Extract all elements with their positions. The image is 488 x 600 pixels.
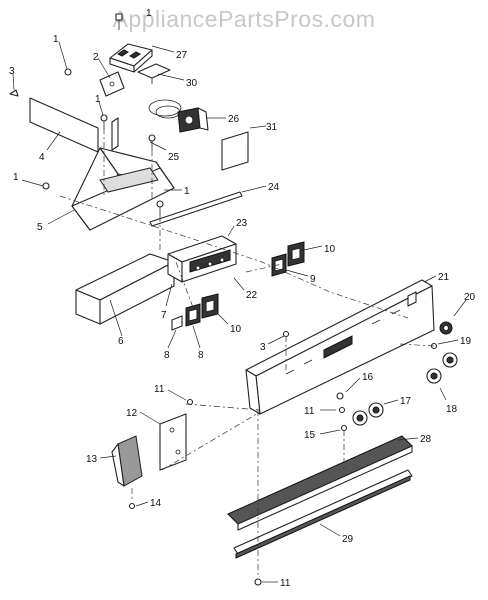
trim-part-29 (233, 469, 413, 559)
callout-10-right: 10 (324, 244, 336, 255)
knob-part-18-a (442, 352, 458, 368)
callout-labels: 1 1 2 27 30 3 1 26 31 4 25 1 1 24 5 23 1… (9, 8, 476, 589)
screw-11b (338, 406, 346, 414)
screw-1c (42, 182, 50, 190)
callout-25: 25 (168, 152, 180, 163)
clock-part-23 (167, 235, 237, 283)
screw-1a (64, 68, 72, 76)
knob-part-20 (439, 321, 453, 335)
switch-part-9-left (185, 303, 201, 327)
channel-part-6 (75, 253, 175, 325)
leader-lines (12, 41, 467, 583)
callout-1-mid: 1 (95, 94, 101, 105)
switch-part-10-right (287, 241, 305, 267)
screw-3a (9, 89, 19, 97)
callout-8: 8 (164, 350, 170, 361)
screw-3b (282, 330, 290, 338)
callout-1-left: 1 (13, 172, 19, 183)
callout-14: 14 (150, 498, 162, 509)
screw-16 (336, 392, 344, 400)
callout-1: 1 (53, 34, 59, 45)
callout-28: 28 (420, 434, 432, 445)
end-cap-part-13 (111, 435, 143, 487)
callout-3-mid: 3 (260, 342, 266, 353)
callout-4: 4 (39, 152, 45, 163)
harness-part-26 (148, 99, 209, 133)
callout-22: 22 (246, 290, 258, 301)
screw-11a (186, 398, 194, 406)
screw-1b (100, 114, 108, 130)
callout-7: 7 (161, 310, 167, 321)
screw-1d (156, 200, 164, 216)
control-panel-part-21 (245, 279, 435, 415)
screw-14 (128, 502, 136, 510)
label-part-31 (221, 131, 249, 171)
callout-29: 29 (342, 534, 354, 545)
callout-15: 15 (304, 430, 316, 441)
screw-25 (148, 134, 156, 150)
callout-16: 16 (362, 372, 374, 383)
callout-30: 30 (186, 78, 198, 89)
watermark: AppliancePartsPros.com (112, 6, 376, 32)
callout-18: 18 (446, 404, 458, 415)
callout-11-c: 11 (280, 578, 291, 589)
knob-part-18-b (426, 368, 442, 384)
callout-8-right: 9 (310, 274, 316, 285)
callout-13: 13 (86, 454, 98, 465)
switch-part-10-left (201, 293, 219, 319)
callout-1-top: 1 (146, 8, 152, 19)
callout-11-a: 11 (154, 384, 165, 395)
rod-part-24 (149, 191, 243, 227)
callout-19: 19 (460, 336, 472, 347)
callout-23: 23 (236, 218, 248, 229)
callout-20: 20 (464, 292, 476, 303)
callout-5: 5 (37, 222, 43, 233)
clip-part-8 (171, 315, 183, 331)
callout-31: 31 (266, 122, 278, 133)
callout-26: 26 (228, 114, 240, 125)
screw-11c (254, 578, 262, 586)
switch-part-27 (109, 43, 153, 73)
shield-part-4 (29, 97, 99, 153)
callout-24: 24 (268, 182, 280, 193)
callout-6: 6 (118, 336, 124, 347)
bracket-part-12 (159, 413, 187, 471)
callout-21: 21 (438, 272, 450, 283)
screw-top (115, 13, 123, 30)
screw-15 (340, 424, 348, 432)
callout-9: 8 (198, 350, 204, 361)
assembly-lines (59, 128, 435, 578)
bracket-part-30 (137, 63, 171, 84)
knob-part-17-a (368, 402, 384, 418)
callout-12: 12 (126, 408, 138, 419)
bracket-part-5 (71, 117, 175, 231)
callout-10-left: 10 (230, 324, 242, 335)
knob-part-17-b (352, 410, 368, 426)
bracket-part-2 (99, 71, 125, 97)
callout-2: 2 (93, 52, 99, 63)
callout-1-right: 1 (184, 186, 190, 197)
callout-3: 3 (9, 66, 15, 77)
callout-17: 17 (400, 396, 412, 407)
callout-11-b: 11 (304, 406, 315, 417)
callout-27: 27 (176, 50, 188, 61)
